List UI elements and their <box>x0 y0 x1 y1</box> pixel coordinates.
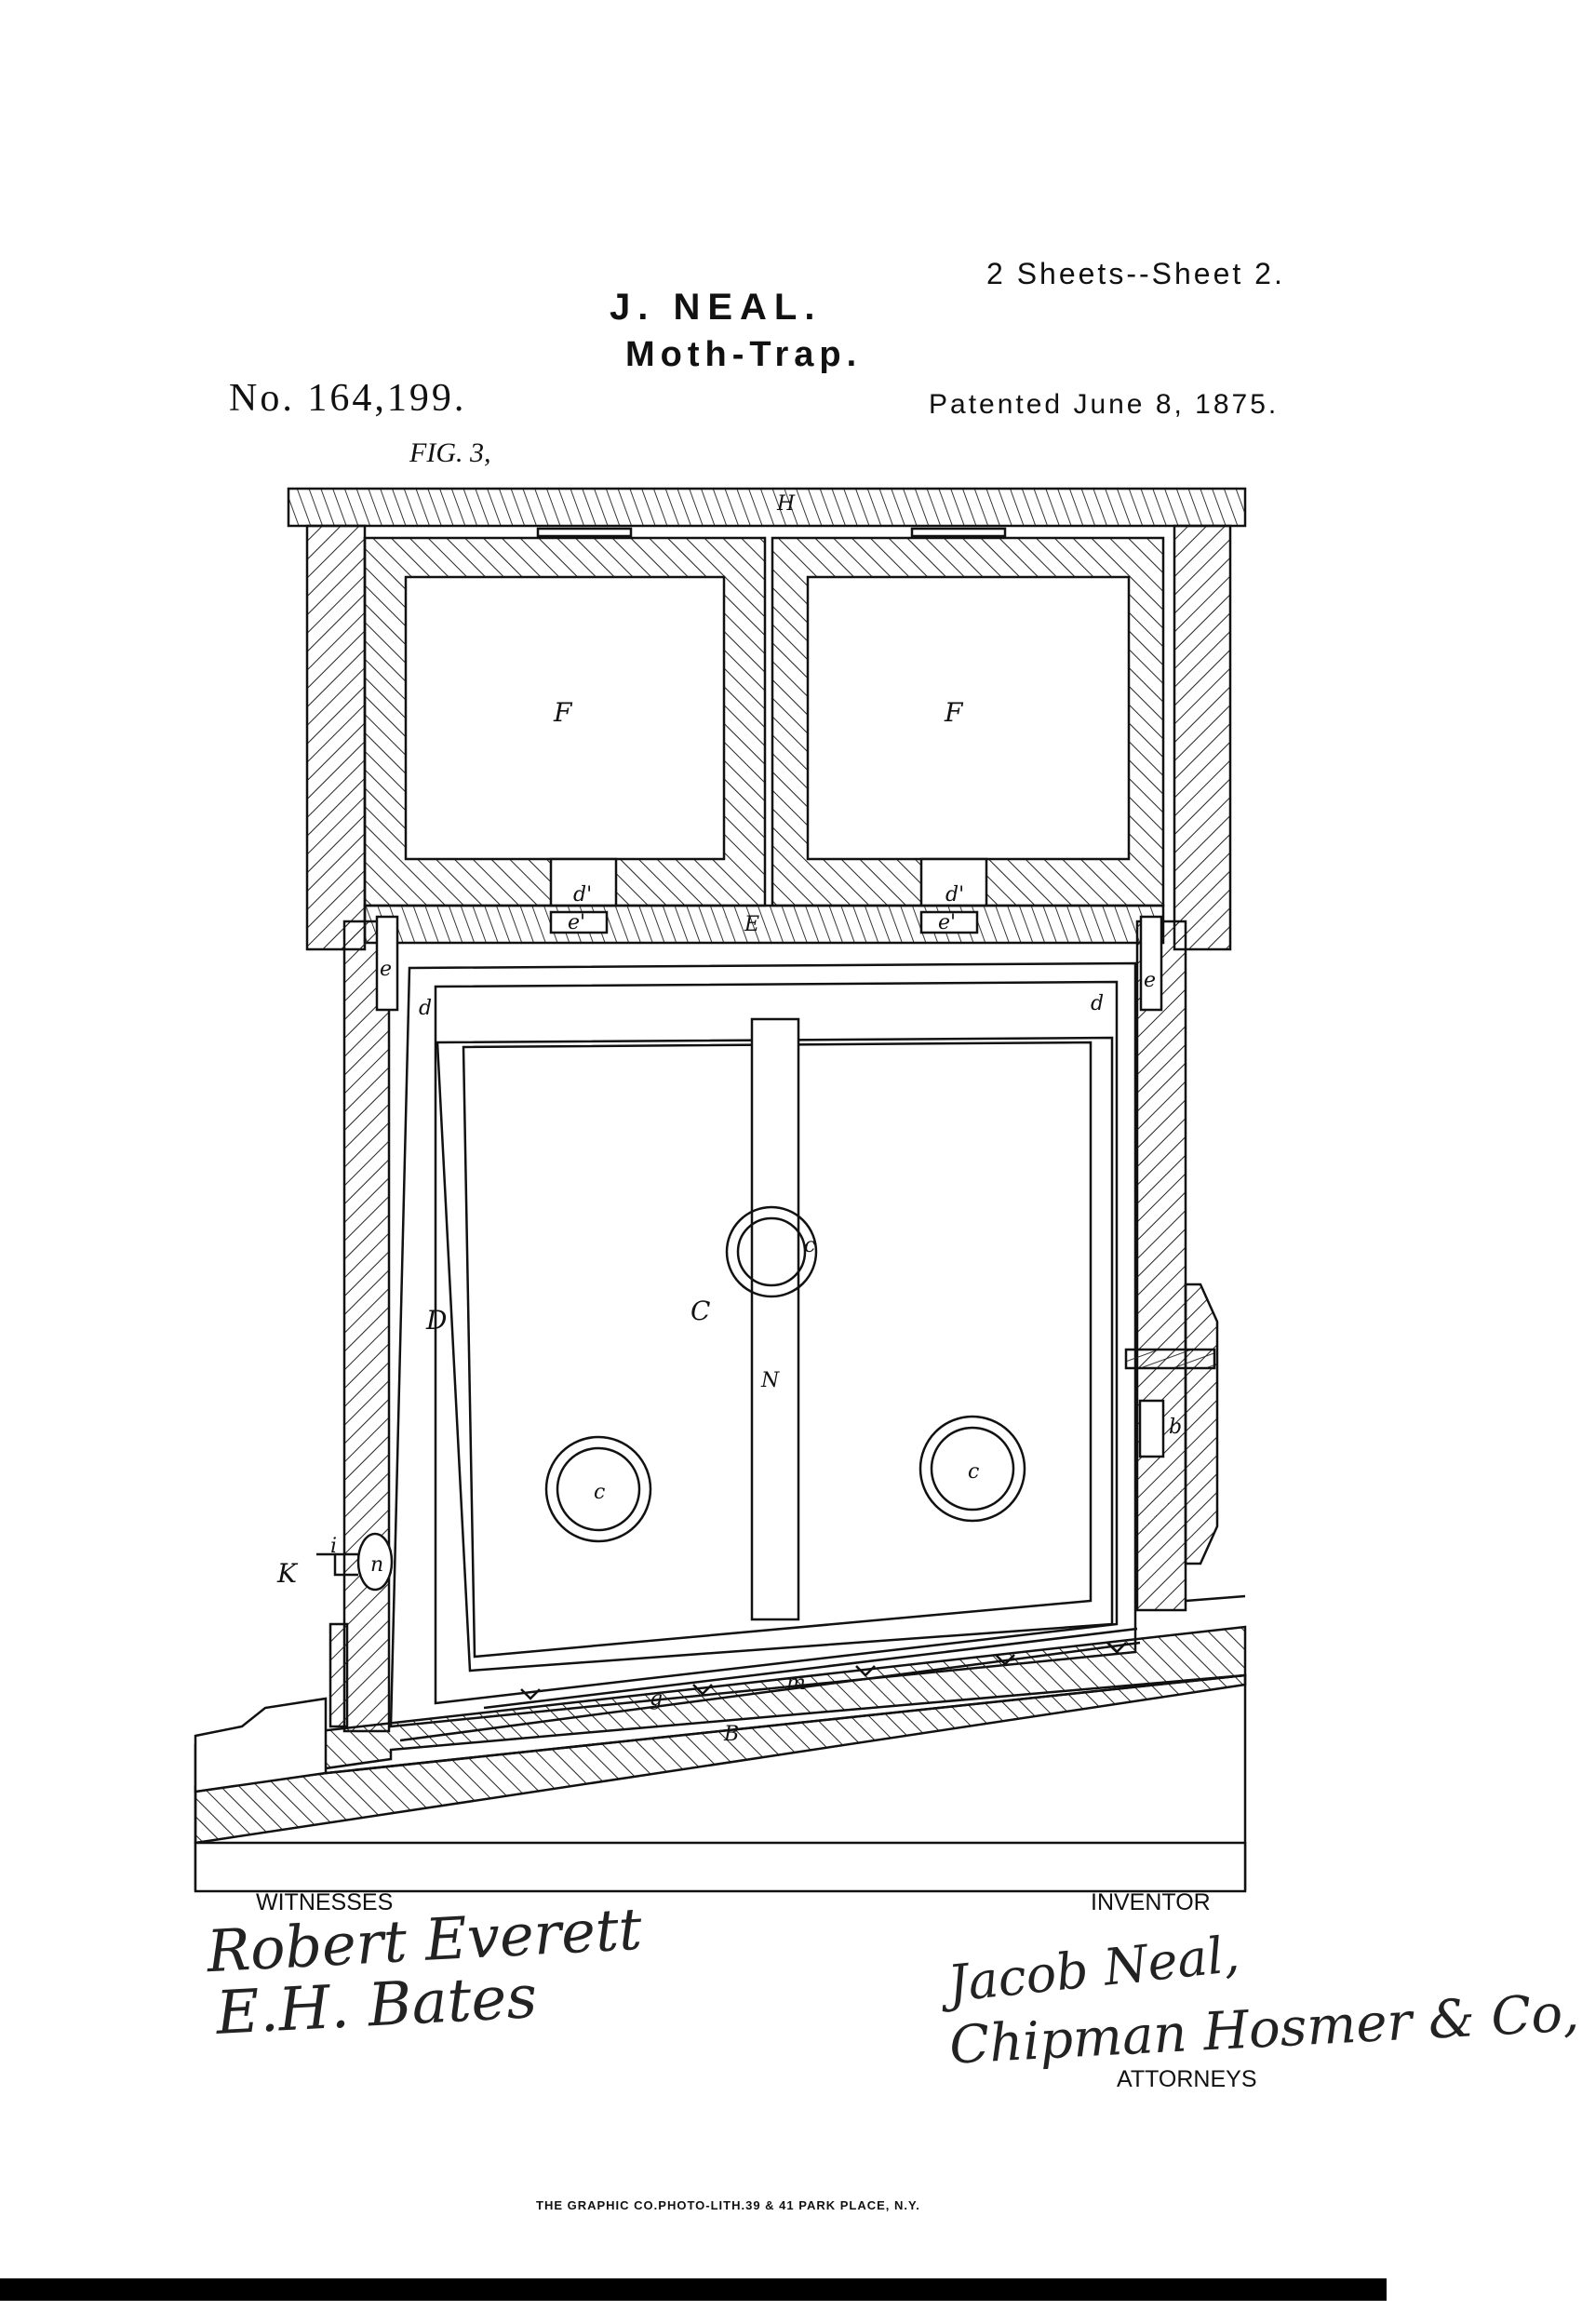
label-cup-right: c <box>968 1460 979 1484</box>
label-frame: D <box>425 1305 447 1336</box>
label-cup-left: c <box>594 1481 605 1504</box>
key-K <box>316 1552 358 1577</box>
label-side-rod-right: d <box>1091 992 1104 1015</box>
knob-n <box>356 1532 394 1592</box>
patent-title: Moth-Trap. <box>625 335 863 374</box>
label-rod-left: d' <box>573 883 592 907</box>
witnesses-heading: WITNESSES <box>256 1889 394 1915</box>
label-partition: N <box>760 1369 780 1392</box>
label-pin-right: e' <box>938 911 956 934</box>
label-shelf: E <box>744 913 759 936</box>
housing-right-wall <box>1173 524 1232 951</box>
scan-edge-bar <box>0 2278 1387 2301</box>
cup-c-right <box>918 1415 1026 1523</box>
lower-right-wall <box>1135 920 1187 1612</box>
patent-date: Patented June 8, 1875. <box>929 389 1280 420</box>
attorneys-heading: ATTORNEYS <box>1117 2066 1257 2092</box>
floor-slab <box>194 1841 1247 1893</box>
label-drawer: C <box>690 1296 710 1326</box>
sheet-label: 2 Sheets--Sheet 2. <box>986 257 1285 290</box>
label-box-left: F <box>553 697 573 728</box>
housing-left-wall <box>305 524 367 951</box>
label-base: B <box>723 1723 739 1746</box>
label-knob: n <box>370 1553 383 1577</box>
label-side-rod-left: d <box>419 997 432 1020</box>
box-F-right-inner <box>806 575 1131 861</box>
box-F-left-inner <box>404 575 726 861</box>
shelf-E <box>363 904 1165 945</box>
figure-label: FIG. 3, <box>409 437 491 468</box>
patent-number: No. 164,199. <box>229 377 467 420</box>
lower-left-wall <box>342 920 391 1733</box>
label-strip: m <box>786 1672 806 1695</box>
label-rod-right: d' <box>945 883 964 907</box>
cup-c-left <box>544 1435 652 1543</box>
printer-line: THE GRAPHIC CO.PHOTO-LITH.39 & 41 PARK P… <box>536 2198 920 2212</box>
lid-H <box>287 487 1247 528</box>
inventor-heading: INVENTOR <box>1091 1889 1211 1915</box>
label-lid: H <box>776 492 796 516</box>
label-hook: b <box>1169 1416 1182 1439</box>
partition-N <box>750 1017 800 1621</box>
label-pin-left: e' <box>568 911 585 934</box>
label-runner: g <box>650 1687 663 1711</box>
label-box-right: F <box>944 697 964 728</box>
label-side-pin-left: e <box>380 958 392 981</box>
cup-c-center <box>725 1205 818 1298</box>
label-cup-center: c <box>804 1234 815 1257</box>
inventor-name: J. NEAL. <box>610 287 823 328</box>
hook-b-bracket <box>1184 1283 1219 1565</box>
label-key-pin: i <box>330 1535 337 1558</box>
label-key: K <box>276 1558 299 1589</box>
label-side-pin-right: e <box>1144 969 1156 992</box>
